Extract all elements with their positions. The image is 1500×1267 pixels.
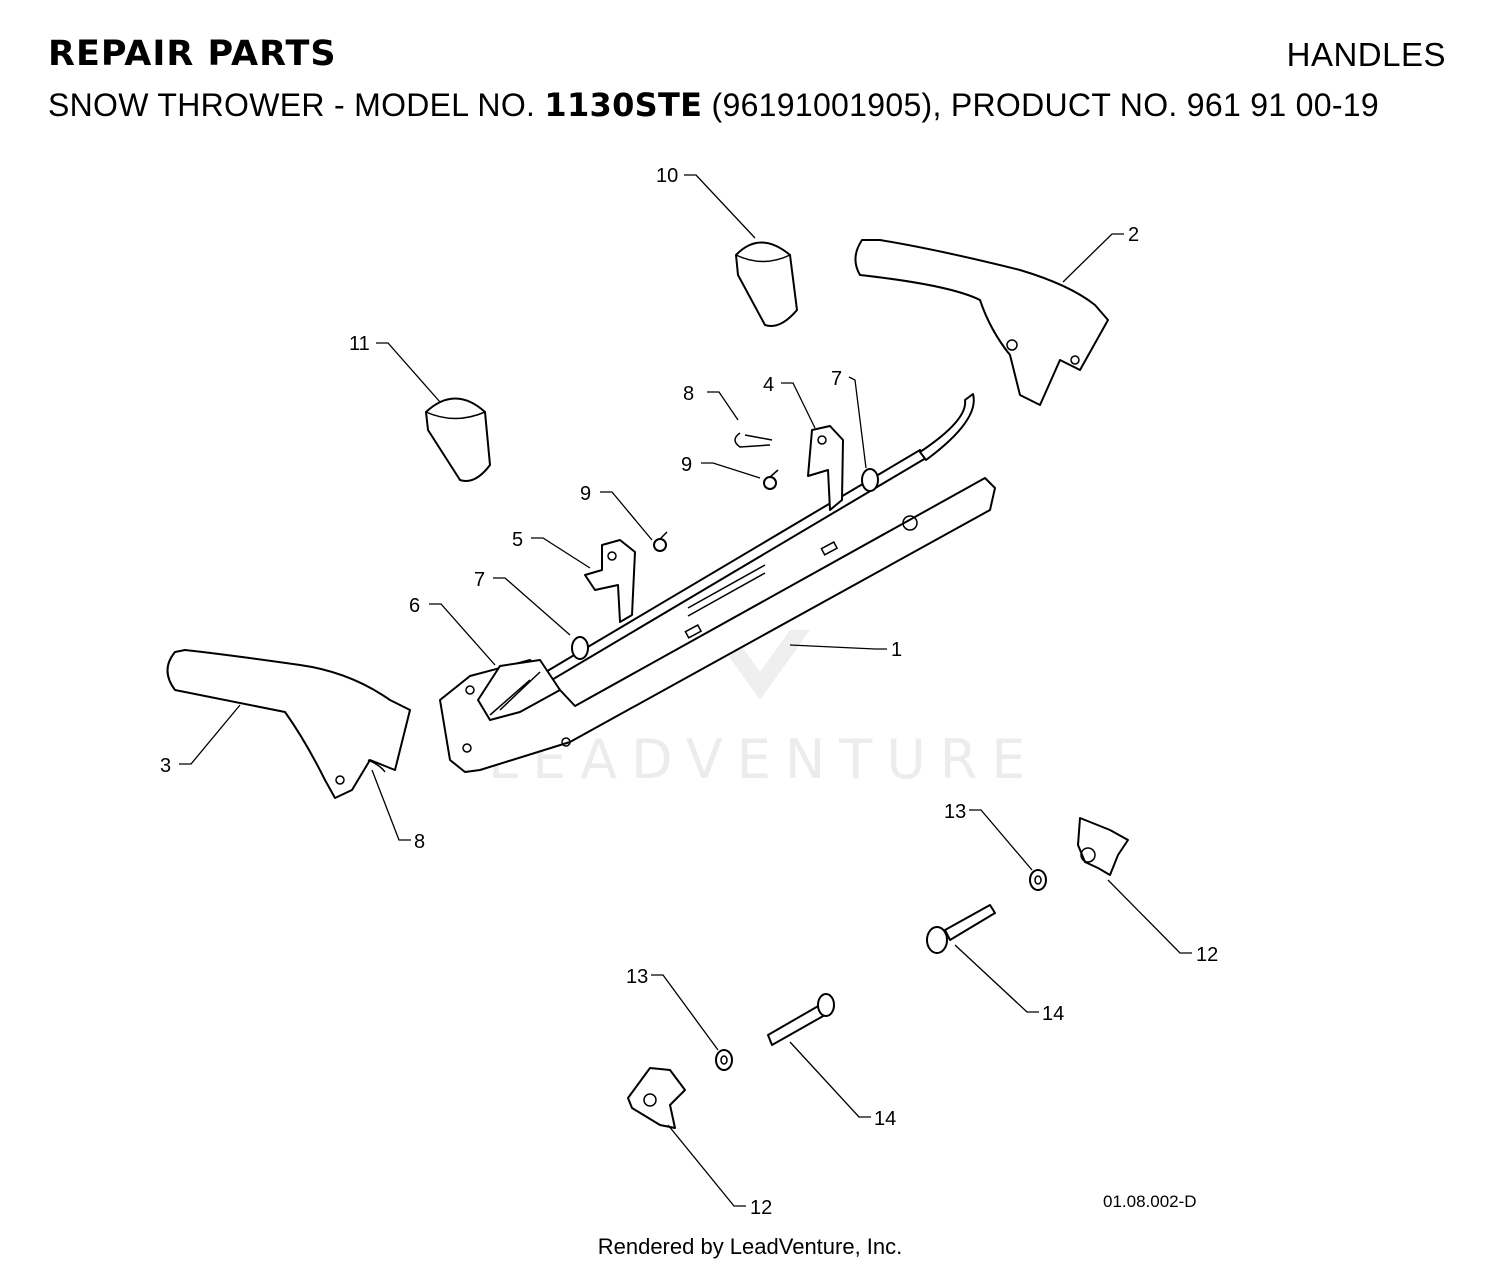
part-13-washer-lower[interactable] xyxy=(715,1049,733,1071)
part-14-bolt-upper[interactable] xyxy=(926,904,996,954)
part-11-knob[interactable] xyxy=(425,397,491,482)
part-9-bolt-lower[interactable] xyxy=(653,531,668,552)
callout-leaders xyxy=(179,174,1192,1207)
part-6-linkage[interactable] xyxy=(477,659,561,721)
part-13-washer-upper[interactable] xyxy=(1029,869,1047,891)
subtitle-prefix: SNOW THROWER - MODEL NO. xyxy=(48,87,536,123)
callout-14-upper: 14 xyxy=(1042,1003,1064,1025)
model-number: 1130STE xyxy=(544,86,703,124)
part-3-handle-left[interactable] xyxy=(166,649,411,799)
callout-6: 6 xyxy=(409,595,420,617)
model-subtitle: SNOW THROWER - MODEL NO. 1130STE (961910… xyxy=(48,86,1379,124)
callout-8-upper: 8 xyxy=(683,383,694,405)
callout-9-upper: 9 xyxy=(681,454,692,476)
callout-10: 10 xyxy=(656,165,678,187)
subtitle-suffix: (96191001905), PRODUCT NO. 961 91 00-19 xyxy=(711,87,1379,123)
callout-7-lower: 7 xyxy=(474,569,485,591)
part-5-bracket[interactable] xyxy=(584,539,636,623)
callout-7-upper: 7 xyxy=(831,368,842,390)
callout-13-lower: 13 xyxy=(626,966,648,988)
callout-1: 1 xyxy=(891,639,902,661)
part-12-knob-upper[interactable] xyxy=(1077,817,1129,876)
part-7-bushing-upper[interactable] xyxy=(861,468,879,492)
callout-11: 11 xyxy=(349,333,370,355)
callout-3: 3 xyxy=(160,755,171,777)
section-title: HANDLES xyxy=(1286,36,1446,73)
callout-9-lower: 9 xyxy=(580,483,591,505)
figure-code: 01.08.002-D xyxy=(1103,1192,1197,1211)
page-title: REPAIR PARTS xyxy=(48,34,337,74)
part-2-handle-right[interactable] xyxy=(854,239,1109,406)
callout-14-lower: 14 xyxy=(874,1108,896,1130)
part-1-bracket-plate[interactable] xyxy=(439,477,996,773)
part-7-bushing-lower[interactable] xyxy=(571,636,589,660)
part-8-hairpin-clip[interactable] xyxy=(734,432,773,448)
part-12-knob-lower[interactable] xyxy=(627,1067,686,1129)
callout-13-upper: 13 xyxy=(944,801,966,823)
callout-2: 2 xyxy=(1128,224,1139,246)
callout-5: 5 xyxy=(512,529,523,551)
footer-credit: Rendered by LeadVenture, Inc. xyxy=(597,1234,903,1259)
part-10-knob[interactable] xyxy=(735,241,798,327)
callout-12-lower: 12 xyxy=(750,1197,772,1219)
callout-12-upper: 12 xyxy=(1196,944,1218,966)
callout-4: 4 xyxy=(763,374,774,396)
part-14-bolt-lower[interactable] xyxy=(767,993,835,1046)
callout-8-lower: 8 xyxy=(414,831,425,853)
part-9-bolt-upper[interactable] xyxy=(763,469,779,490)
header: REPAIR PARTS HANDLES SNOW THROWER - MODE… xyxy=(0,0,1500,140)
part-4-bracket[interactable] xyxy=(807,425,844,511)
